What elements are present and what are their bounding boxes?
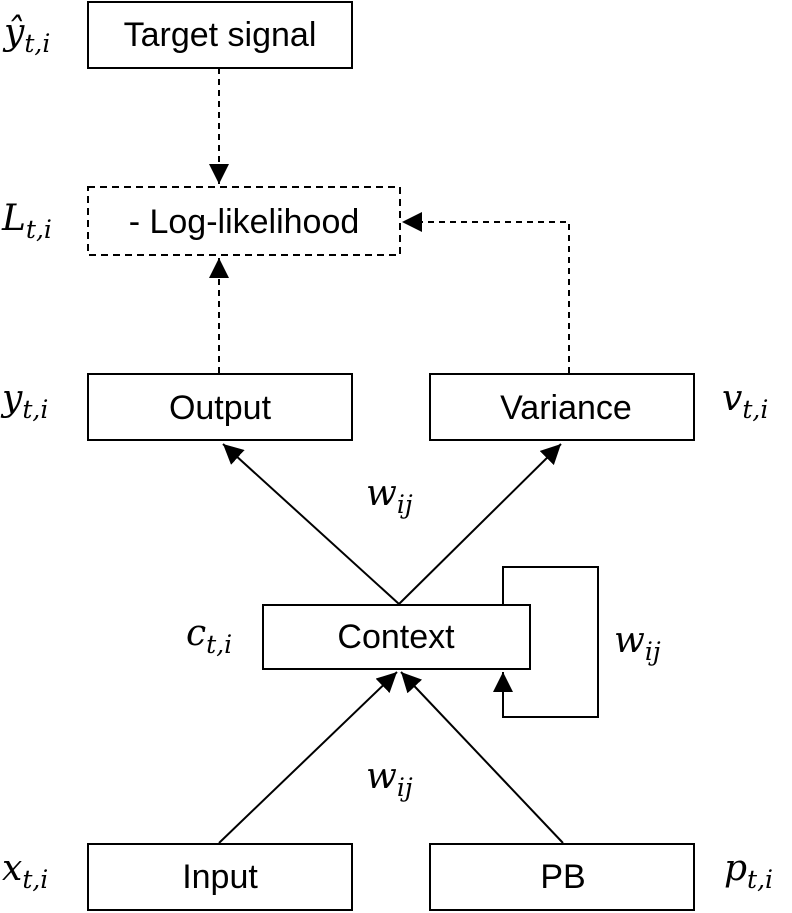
node-variance: Variance [429,373,695,441]
node-output-label: Output [169,389,272,427]
symbol-yhat: ŷt,i [2,12,50,58]
node-pb: PB [429,843,695,911]
symbol-y: yt,i [0,378,48,424]
node-context: Context [262,604,531,670]
symbol-p: pt,i [724,848,773,894]
edge-input-to-context [218,671,398,844]
edge-pb-to-context [400,671,564,844]
edge-variance-to-loglik [402,212,570,373]
symbol-w-upper: wij [366,473,413,519]
node-pb-label: PB [540,858,585,896]
symbol-x: xt,i [2,848,48,894]
node-input-label: Input [182,858,258,896]
symbol-w-lower: wij [366,756,413,802]
symbol-v: vt,i [722,378,768,424]
node-log-likelihood: - Log-likelihood [87,186,401,256]
symbol-w-recurrent: wij [614,620,661,666]
symbol-L: Lt,i [1,198,52,244]
symbol-c: ct,i [186,613,232,659]
edge-context-to-variance [398,443,562,605]
node-input: Input [87,843,353,911]
node-target-signal-label: Target signal [124,16,317,54]
node-log-likelihood-label: - Log-likelihood [129,203,360,241]
node-variance-label: Variance [500,389,632,427]
node-output: Output [87,373,353,441]
node-context-label: Context [337,618,455,656]
edge-context-to-output [222,443,400,605]
node-target-signal: Target signal [87,1,353,69]
edge-context-recurrent [493,566,599,718]
